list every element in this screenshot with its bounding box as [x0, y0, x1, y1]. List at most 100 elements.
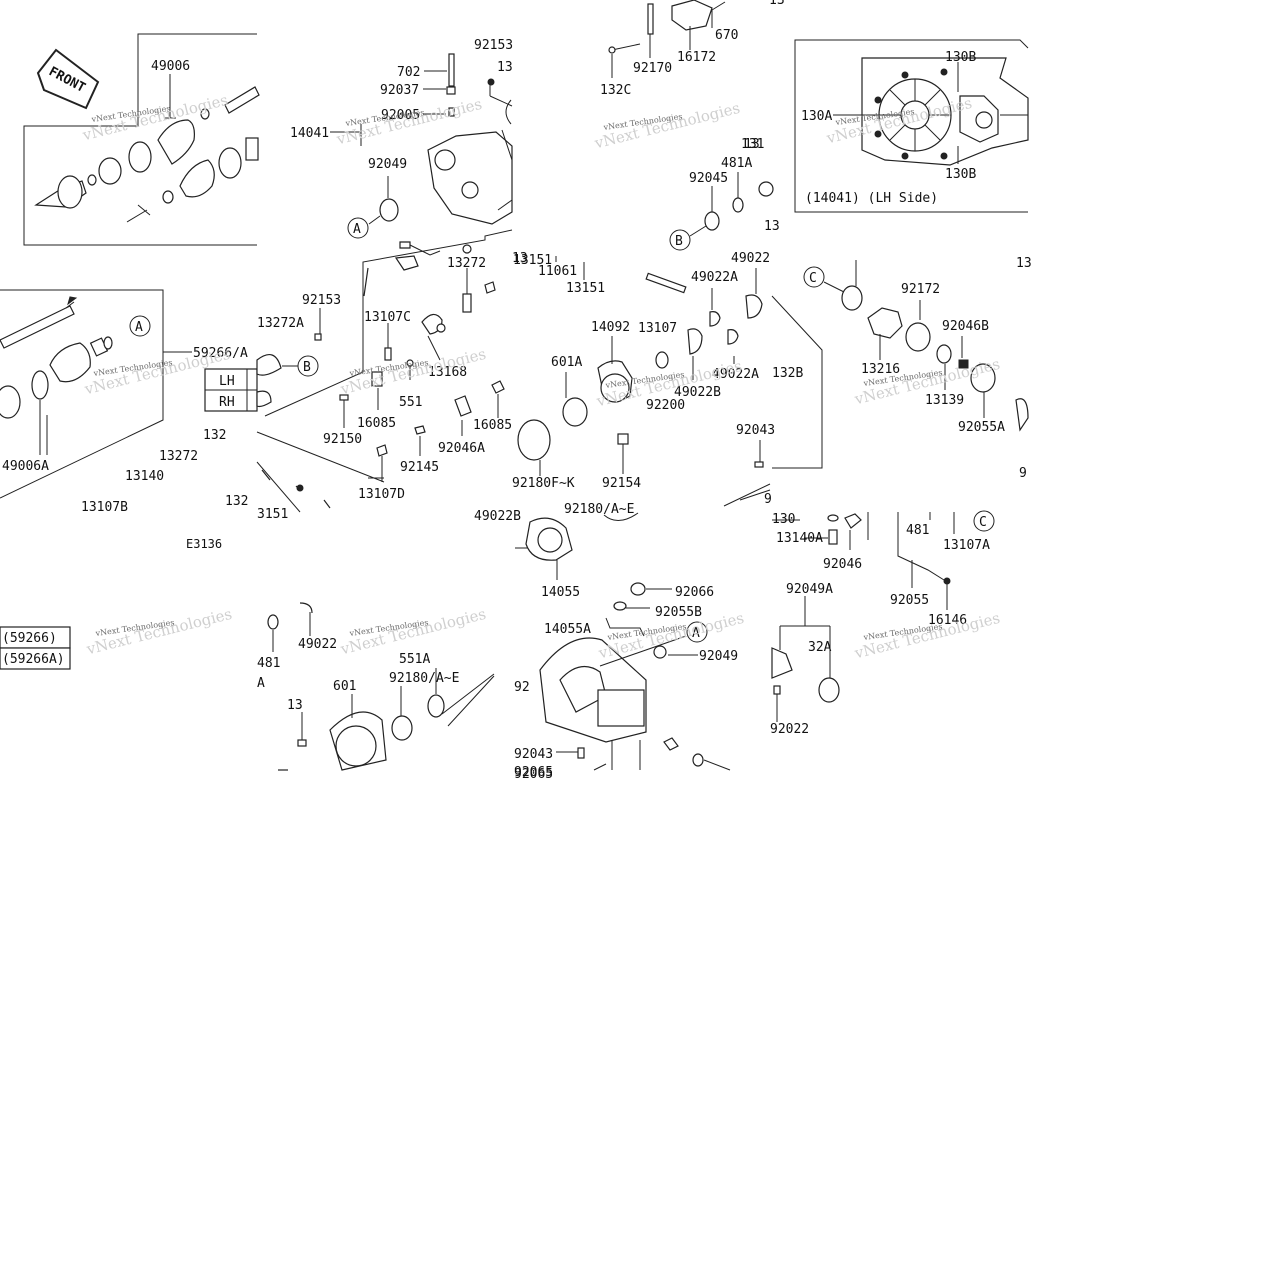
diagram-code: E3136: [186, 537, 222, 551]
bearing-601: [391, 715, 413, 741]
part-label: 14092: [591, 320, 630, 335]
boxed-notes: (59266) (59266A): [0, 626, 71, 670]
part-label: 92153: [302, 293, 341, 308]
part-label: 92055A: [958, 420, 1005, 435]
bevel-gear: [687, 328, 703, 355]
part-label: 49022: [731, 251, 770, 266]
part-label: 13272: [159, 449, 198, 464]
part-label: 92049A: [786, 582, 833, 597]
part-label: 16172: [677, 50, 716, 65]
part-label: 16085: [473, 418, 512, 433]
part-label: 92049: [699, 649, 738, 664]
part-label: 92043: [514, 747, 553, 762]
part-label: 92200: [646, 398, 685, 413]
ref-marker-c: [803, 266, 825, 288]
part-label: 481: [257, 656, 280, 671]
panel-lower-right: C: [771, 510, 995, 722]
boot-inner: [179, 159, 215, 198]
part-label: 13151: [566, 281, 605, 296]
panel-top-center: B: [608, 0, 774, 251]
part-label: 92145: [400, 460, 439, 475]
part-label: 92065: [514, 765, 553, 780]
part-label: 11061: [538, 264, 577, 279]
part-label: 13272: [447, 256, 486, 271]
part-label: 9: [1019, 466, 1027, 481]
table-row-lh: LH: [219, 374, 235, 389]
part-label: 13: [287, 698, 303, 713]
ring-gear: [745, 294, 763, 319]
part-label: 92046A: [438, 441, 485, 456]
output-shaft: [867, 307, 903, 339]
part-label: 551: [399, 395, 422, 410]
ref-marker-b2: [669, 229, 691, 251]
part-label: 92172: [901, 282, 940, 297]
part-label: 551A: [399, 652, 430, 667]
part-label: 13: [769, 0, 785, 8]
ref-marker-b-label: B: [303, 360, 311, 375]
part-label: 16085: [357, 416, 396, 431]
part-label: 92049: [368, 157, 407, 172]
part-label: 92005: [381, 108, 420, 123]
bearing-cage: [98, 157, 122, 185]
part-label: 13139: [925, 393, 964, 408]
part-label: 601: [333, 679, 356, 694]
part-label: 92045: [689, 171, 728, 186]
part-label: 49022A: [712, 367, 759, 382]
ref-marker-a3-label: A: [692, 626, 700, 641]
part-label: 49022: [298, 637, 337, 652]
boxed-note-59266: (59266): [2, 631, 57, 646]
gear-case-housing: [427, 131, 513, 225]
shaft: [0, 305, 75, 349]
part-label: 16146: [928, 613, 967, 628]
part-label: 49022A: [691, 270, 738, 285]
bracket-13140a: [844, 513, 862, 529]
part-label: 49022B: [474, 509, 521, 524]
part-label: 14041: [290, 126, 329, 141]
part-label: 92150: [323, 432, 362, 447]
ref-marker-c2: [973, 510, 995, 532]
panel-lh-side-case: [794, 39, 1029, 213]
part-label: 92037: [380, 83, 419, 98]
part-label: 13107D: [358, 487, 405, 502]
oil-seal: [379, 198, 399, 222]
flange-16146: [771, 647, 793, 679]
part-label: 32A: [808, 640, 832, 655]
ref-marker-c-label: C: [809, 271, 817, 286]
front-arrow-icon: FRONT: [36, 48, 100, 110]
part-label: 14055: [541, 585, 580, 600]
ref-marker-c2-label: C: [979, 515, 987, 530]
part-label: 13140: [125, 469, 164, 484]
part-label: 130A: [801, 109, 832, 124]
circlip: [31, 370, 49, 400]
part-label: 13107C: [364, 310, 411, 325]
o-ring: [970, 363, 996, 393]
part-label: 92055: [890, 593, 929, 608]
part-label: 132C: [600, 83, 631, 98]
panel-boot-kit: FRONT: [23, 33, 260, 246]
part-label: 481: [906, 523, 929, 538]
ref-marker-a2-label: A: [353, 222, 361, 237]
clip-ring-2: [200, 108, 210, 120]
part-label: 59266/A: [193, 346, 248, 361]
part-label: 49022B: [674, 385, 721, 400]
ref-marker-b2-label: B: [675, 234, 683, 249]
part-label: 92170: [633, 61, 672, 76]
part-label: 13: [744, 137, 760, 152]
part-label: 14055A: [544, 622, 591, 637]
spline-end: [224, 86, 260, 114]
part-label: 49006A: [2, 459, 49, 474]
part-label: 132B: [772, 366, 803, 381]
part-label: 702: [397, 65, 420, 80]
part-label: 49006: [151, 59, 190, 74]
clip-ring: [87, 174, 97, 186]
part-label: 132: [203, 428, 226, 443]
part-label: 130B: [945, 50, 976, 65]
ref-marker-a-label: A: [135, 320, 143, 335]
bearing-race: [0, 385, 21, 419]
part-label: 13: [1016, 256, 1032, 271]
part-label: 92055B: [655, 605, 702, 620]
part-label: 92: [514, 680, 530, 695]
part-label: 13107A: [943, 538, 990, 553]
side-note: (14041) (LH Side): [805, 191, 938, 206]
bearing-92045: [704, 211, 720, 231]
